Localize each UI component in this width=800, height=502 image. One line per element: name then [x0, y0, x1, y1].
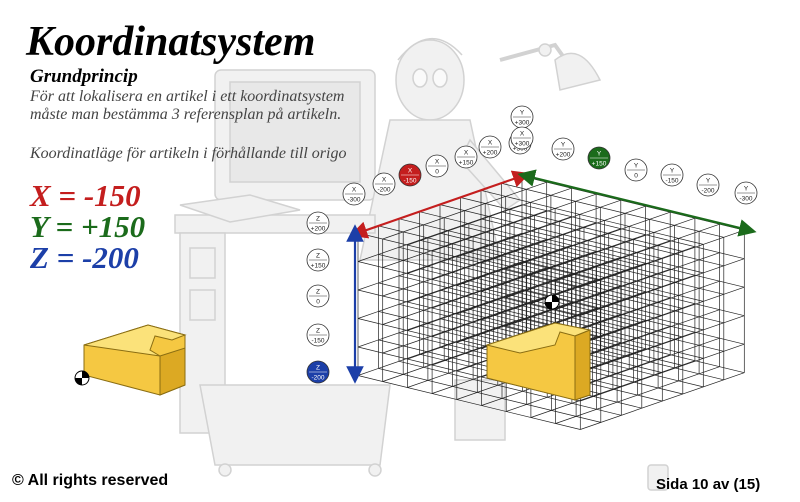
- plane-marker-x2: X -150: [398, 163, 422, 187]
- plane-marker-axis: Z: [316, 365, 320, 372]
- plane-marker-x1: X -200: [372, 172, 396, 196]
- plane-marker-axis: Y: [706, 178, 711, 185]
- plane-marker-axis: X: [435, 159, 440, 166]
- plane-marker-value: +200: [556, 152, 571, 159]
- reference-plane-markers: X-300X-200X-150X0X+150X+200X+300Y+300X+3…: [306, 105, 758, 384]
- plane-marker-value: +150: [459, 160, 474, 167]
- plane-marker-x4: X +150: [454, 145, 478, 169]
- plane-marker-z1: Z +150: [306, 248, 330, 272]
- z-coordinate-value: Z = -200: [30, 240, 139, 275]
- plane-marker-axis: Z: [316, 216, 320, 223]
- plane-marker-axis: Z: [316, 289, 320, 296]
- plane-marker-axis: Y: [670, 168, 675, 175]
- page-subtitle: Grundprincip: [30, 66, 138, 87]
- plane-marker-value: -150: [311, 338, 324, 345]
- plane-marker-axis: X: [382, 177, 387, 184]
- plane-marker-value: 0: [316, 299, 320, 306]
- plane-marker-axis: Y: [744, 186, 749, 193]
- plane-marker-value: -150: [665, 178, 678, 185]
- plane-marker-x0: X -300: [342, 182, 366, 206]
- plane-marker-y1: Y +200: [551, 137, 575, 161]
- plane-marker-value: +200: [311, 226, 326, 233]
- x-coordinate-value: X = -150: [30, 178, 141, 213]
- plane-marker-value: +300: [515, 120, 530, 127]
- origin-marker-icon: [74, 370, 90, 386]
- plane-marker-z2: Z0: [306, 284, 330, 308]
- plane-marker-axis: X: [352, 187, 357, 194]
- page-title: Koordinatsystem: [26, 19, 316, 65]
- plane-marker-axis: Y: [597, 151, 602, 158]
- page-number: Sida 10 av (15): [656, 476, 761, 493]
- plane-marker-axis: X: [520, 131, 525, 138]
- plane-marker-value: -200: [311, 375, 324, 382]
- part-at-origin: [83, 324, 187, 396]
- plane-marker-value: -300: [739, 196, 752, 203]
- plane-marker-y2: Y +150: [587, 146, 611, 170]
- plane-marker-value: -200: [701, 188, 714, 195]
- plane-marker-value: 0: [435, 169, 439, 176]
- plane-marker-value: 0: [634, 173, 638, 180]
- plane-marker-value: -150: [403, 178, 416, 185]
- plane-marker-axis: X: [488, 140, 493, 147]
- plane-marker-z4: Z -200: [306, 360, 330, 384]
- plane-marker-y3: Y0: [624, 158, 648, 182]
- plane-marker-axis: X: [464, 150, 469, 157]
- plane-marker-value: +150: [592, 161, 607, 168]
- y-coordinate-value: Y = +150: [30, 209, 146, 244]
- description-line-2: måste man bestämma 3 referensplan på art…: [30, 106, 342, 123]
- plane-marker-value: +150: [311, 263, 326, 270]
- plane-marker-z0: Z +200: [306, 211, 330, 235]
- plane-marker-axis: Y: [634, 163, 639, 170]
- copyright-notice: © All rights reserved: [12, 472, 169, 489]
- plane-marker-y0: Y +300: [510, 105, 534, 129]
- x-dimension-arrow: [349, 170, 531, 239]
- plane-marker-axis: Z: [316, 253, 320, 260]
- plane-marker-axis: Y: [561, 142, 566, 149]
- grid-line: [357, 375, 581, 430]
- plane-marker-axis: Y: [520, 110, 525, 117]
- plane-marker-y4: Y -150: [660, 163, 684, 187]
- plane-marker-value: -300: [347, 197, 360, 204]
- plane-marker-value: -200: [377, 187, 390, 194]
- description-line-3: Koordinatläge för artikeln i förhållande…: [30, 145, 347, 162]
- plane-marker-axis: Z: [316, 328, 320, 335]
- plane-marker-y6: Y -300: [734, 181, 758, 205]
- plane-marker-value: +300: [515, 141, 530, 148]
- plane-marker-y0b: X +300: [510, 126, 534, 150]
- part-in-grid: [485, 322, 592, 401]
- plane-marker-x5: X +200: [478, 135, 502, 159]
- origin-marker-grid-icon: [544, 294, 560, 310]
- description-line-1: För att lokalisera en artikel i ett koor…: [30, 88, 345, 105]
- plane-marker-value: +200: [483, 150, 498, 157]
- plane-marker-z3: Z -150: [306, 323, 330, 347]
- plane-marker-y5: Y -200: [696, 173, 720, 197]
- plane-marker-axis: X: [408, 168, 413, 175]
- grid-line: [398, 360, 622, 416]
- grid-line: [378, 368, 601, 423]
- plane-marker-x3: X0: [425, 154, 449, 178]
- y-dimension-arrow: [517, 169, 757, 237]
